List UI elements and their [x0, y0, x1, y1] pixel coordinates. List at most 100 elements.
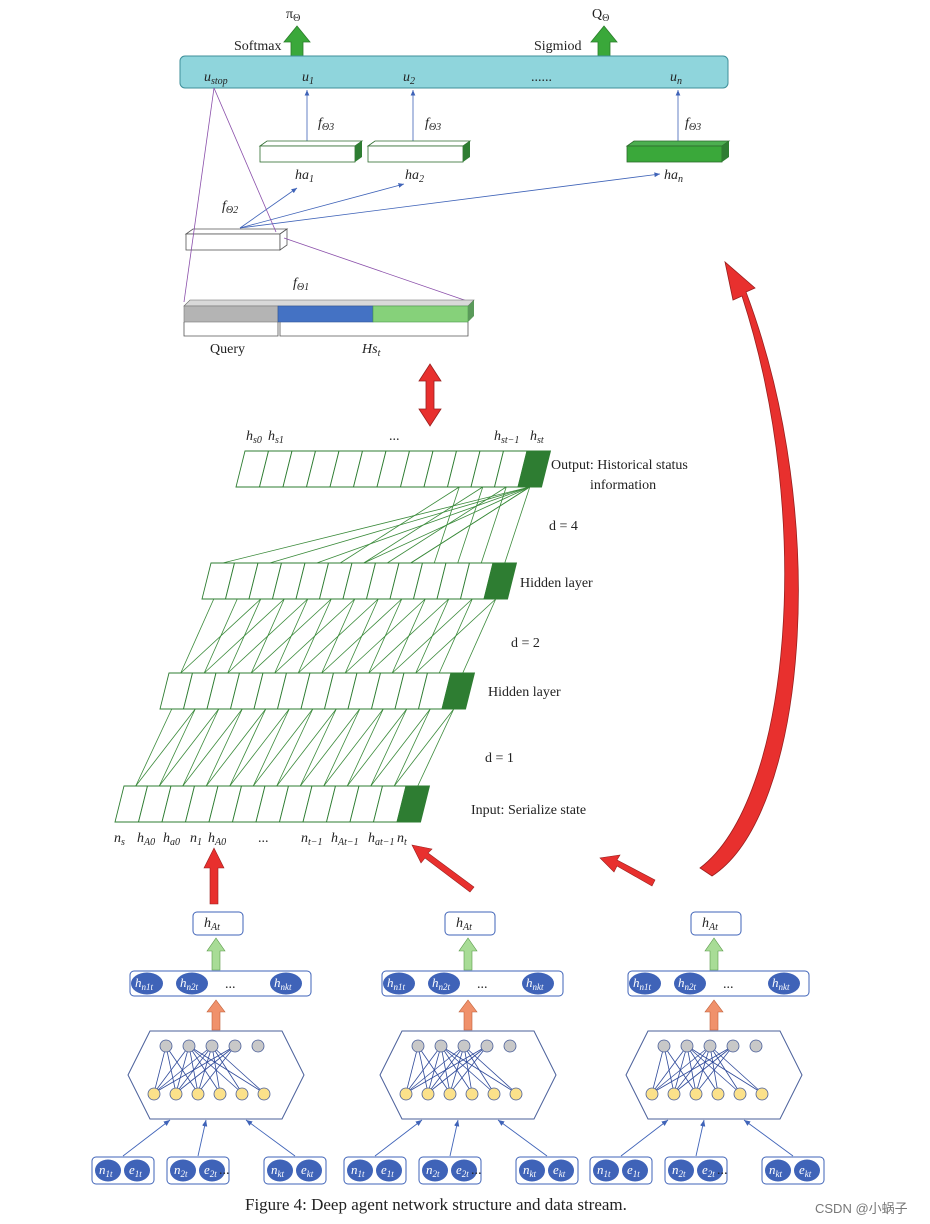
- hidden-row-2: [159, 672, 476, 710]
- network-edge: [686, 1045, 697, 1094]
- watermark: CSDN @小蜗子: [815, 1201, 908, 1216]
- hs0-label: hs0: [246, 429, 262, 446]
- network-to-embed-arrow: [206, 999, 226, 1031]
- network-edge: [153, 1045, 167, 1094]
- network-edge: [463, 1045, 517, 1094]
- math-label: nkt: [271, 1162, 284, 1179]
- input-dots: ...: [219, 1163, 230, 1178]
- tcn-connection: [415, 598, 497, 674]
- embedding-ellipse: [270, 972, 302, 995]
- dilation-2-label: d = 2: [511, 636, 540, 651]
- math-label: n2t: [426, 1162, 440, 1179]
- network-edge: [197, 1045, 213, 1094]
- input-node: [711, 1087, 725, 1101]
- tcn-connection: [229, 708, 267, 787]
- embedding-ellipse: [383, 972, 415, 995]
- node-n-ellipse: [593, 1159, 619, 1182]
- input-node: [191, 1087, 205, 1101]
- u2-label: u2: [403, 70, 415, 87]
- hidden-node: [434, 1039, 448, 1053]
- softmax-label: Softmax: [234, 39, 281, 54]
- hidden-node: [182, 1039, 196, 1053]
- tcn-connection: [323, 708, 361, 787]
- tcn-connection: [504, 486, 531, 564]
- tcn-connection: [368, 598, 450, 674]
- tcn-connection: [299, 708, 361, 787]
- tcn-cell-current: [517, 450, 552, 488]
- network-edge: [440, 1045, 495, 1094]
- top-module: πΘ QΘ Softmax Sigmiod ustop u1 u2 ......…: [179, 7, 731, 359]
- network-edge: [405, 1045, 442, 1094]
- network-edge: [651, 1045, 665, 1094]
- tcn-connection: [346, 708, 408, 787]
- tcn-connection: [203, 598, 285, 674]
- query-label: Query: [210, 342, 245, 357]
- hidden-node: [503, 1039, 517, 1053]
- network-edge: [651, 1045, 688, 1094]
- embedding-ellipse: [674, 972, 706, 995]
- tcn-connection: [391, 598, 473, 674]
- math-label: e2t: [204, 1162, 217, 1179]
- node-embedding-box: [129, 970, 312, 997]
- tcn-connection: [276, 708, 314, 787]
- math-label: ekt: [799, 1162, 812, 1179]
- input-node: [645, 1087, 659, 1101]
- tcn-connection: [410, 486, 530, 564]
- ha2-label: ha2: [405, 168, 424, 185]
- tcn-connection: [321, 598, 403, 674]
- network-edge: [440, 1045, 451, 1094]
- un-label: un: [670, 70, 682, 87]
- math-label: n1t: [99, 1162, 113, 1179]
- bidirectional-red-arrow: [418, 363, 442, 427]
- embedding-dots: ...: [477, 977, 488, 992]
- embedding-ellipse: [131, 972, 163, 995]
- han-label: han: [664, 168, 683, 185]
- input-to-network-arrow: [620, 1119, 669, 1157]
- input-to-network-arrow: [245, 1119, 296, 1157]
- tcn-connection: [274, 598, 356, 674]
- input-node: [421, 1087, 435, 1101]
- node-n-ellipse: [170, 1159, 196, 1182]
- math-label: hAt: [204, 916, 220, 933]
- math-label: hn1t: [135, 975, 154, 992]
- f2-box: [184, 228, 289, 251]
- f2-to-ha1-arrow: [239, 187, 298, 229]
- tcn-connection: [393, 708, 455, 787]
- tcn-module: [114, 450, 552, 823]
- math-label: ekt: [301, 1162, 314, 1179]
- figure-caption: Figure 4: Deep agent network structure a…: [245, 1195, 627, 1214]
- math-label: hnkt: [526, 975, 544, 992]
- tcn-connection: [363, 486, 530, 564]
- purple-line-2: [213, 87, 277, 233]
- input-seq-label: n1: [190, 831, 202, 848]
- tcn-connection: [229, 708, 290, 787]
- network-edge: [686, 1045, 741, 1094]
- tcn-connection: [316, 486, 530, 564]
- network-edge: [188, 1045, 243, 1094]
- hidden-node: [703, 1039, 717, 1053]
- network-edge: [188, 1045, 221, 1094]
- node-e-ellipse: [451, 1159, 477, 1182]
- tcn-connection: [205, 708, 267, 787]
- tcn-connection: [276, 708, 337, 787]
- hidden-node: [680, 1039, 694, 1053]
- input-dots: ...: [471, 1163, 482, 1178]
- math-label: e1t: [381, 1162, 394, 1179]
- node-e-ellipse: [296, 1159, 322, 1182]
- han-box: [625, 140, 731, 163]
- hs-bracket: [279, 322, 469, 337]
- math-label: e2t: [456, 1162, 469, 1179]
- node-e-ellipse: [794, 1159, 820, 1182]
- node-n-ellipse: [765, 1159, 791, 1182]
- network-edge: [709, 1045, 763, 1094]
- node-n-ellipse: [668, 1159, 694, 1182]
- input-seq-label: nt: [397, 831, 407, 848]
- purple-line-3: [283, 237, 471, 303]
- hidden-node: [205, 1039, 219, 1053]
- input-node: [213, 1087, 227, 1101]
- ha2-box: [366, 140, 472, 163]
- math-label: hAt: [702, 916, 718, 933]
- f2-to-ha2-arrow: [239, 183, 405, 229]
